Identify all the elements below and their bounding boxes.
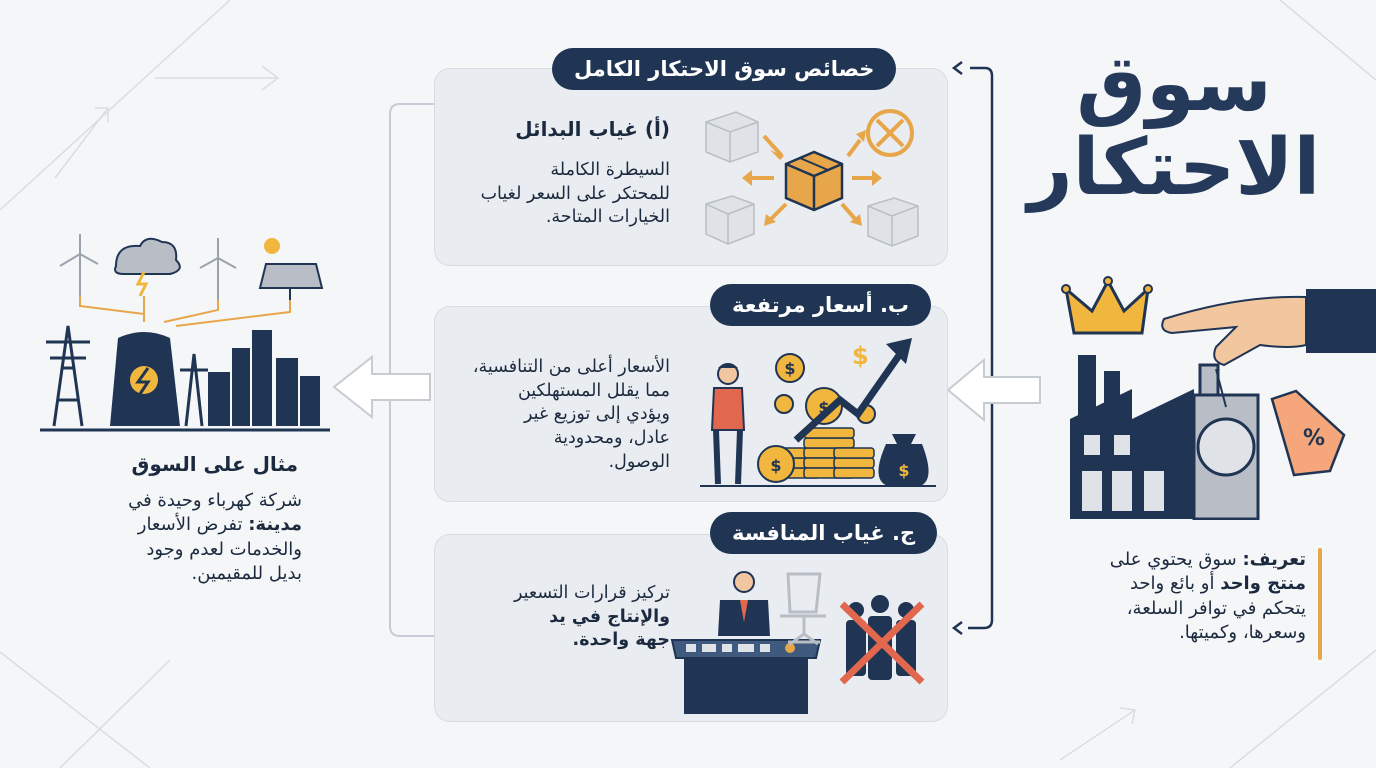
card3-text: تركيز قرارات التسعير والإنتاج في يد جهة … bbox=[440, 582, 670, 653]
coins-icon bbox=[757, 353, 876, 483]
city-skyline-icon bbox=[208, 330, 320, 426]
page-title: سوق الاحتكار bbox=[1027, 39, 1321, 214]
money-bag-icon: $ bbox=[878, 434, 929, 486]
solar-panel-icon bbox=[258, 238, 324, 300]
no-competition-illustration bbox=[670, 571, 925, 714]
connector-lines bbox=[389, 61, 994, 637]
example-line: بديل للمقيمين. bbox=[191, 563, 302, 585]
card3-line: جهة واحدة. bbox=[572, 630, 670, 651]
trend-up-arrow-icon bbox=[793, 338, 912, 443]
example-title: مثال على السوق bbox=[131, 452, 298, 476]
card2-line: مما يقلل المستهلكين bbox=[517, 380, 670, 401]
high-prices-header: ب. أسعار مرتفعة bbox=[710, 284, 932, 326]
no-competition-header: ج. غياب المنافسة bbox=[710, 512, 938, 554]
svg-text:$: $ bbox=[898, 461, 909, 480]
box-icon bbox=[867, 197, 919, 247]
svg-text:%: % bbox=[1303, 426, 1325, 451]
card1-heading: (أ) غياب البدائل bbox=[515, 117, 670, 141]
businessman-control-panel-icon bbox=[670, 571, 822, 714]
card2-line: الأسعار أعلى من التنافسية، bbox=[472, 357, 670, 377]
box-substitutes-illustration bbox=[705, 109, 919, 247]
high-prices-illustration: $ $ $ $ $ bbox=[700, 338, 936, 487]
box-icon bbox=[784, 150, 844, 212]
card1-text: (أ) غياب البدائل السيطرة الكاملة للمحتكر… bbox=[440, 116, 670, 230]
crossed-competitors-icon bbox=[839, 595, 925, 685]
card1-line: للمحتكر على السعر لغياب bbox=[480, 183, 670, 204]
example-text: شركة كهرباء وحيدة في مدينة: تفرض الأسعار… bbox=[70, 489, 302, 587]
power-plant-icon bbox=[110, 332, 180, 426]
card2-line: الوصول. bbox=[608, 451, 670, 472]
box-icon bbox=[705, 111, 759, 163]
card3-line: والإنتاج في يد bbox=[549, 606, 670, 627]
svg-text:$: $ bbox=[784, 359, 795, 378]
definition-label: تعريف: bbox=[1242, 549, 1306, 570]
card2-line: ويؤدي إلى توزيع غير bbox=[524, 404, 670, 425]
example-line: شركة كهرباء وحيدة في bbox=[128, 490, 302, 511]
box-icon bbox=[705, 195, 755, 245]
definition-line: يتحكم في توافر السلعة، bbox=[1126, 597, 1306, 619]
card2-line: عادل، ومحدودية bbox=[553, 427, 670, 448]
factory-icon bbox=[1070, 355, 1260, 520]
card1-line: الخيارات المتاحة. bbox=[545, 207, 670, 228]
feature-card-no-substitutes bbox=[434, 68, 948, 266]
chair-icon bbox=[780, 572, 826, 646]
crown-icon bbox=[1061, 276, 1153, 335]
x-circle-icon bbox=[866, 109, 914, 157]
card3-line: تركيز قرارات التسعير bbox=[513, 583, 670, 603]
definition-line: وسعرها، وكميتها. bbox=[1179, 621, 1306, 643]
definition-line: أو بائع واحد bbox=[1129, 573, 1215, 595]
person-thinking-icon bbox=[710, 363, 746, 485]
example-bold: مدينة: bbox=[248, 514, 302, 536]
definition-accent-bar bbox=[1318, 548, 1322, 660]
definition-text: تعريف: سوق يحتوي على منتج واحد أو بائع و… bbox=[1052, 548, 1306, 645]
features-header: خصائص سوق الاحتكار الكامل bbox=[552, 48, 897, 90]
storm-cloud-icon bbox=[114, 237, 181, 297]
svg-text:$: $ bbox=[852, 342, 869, 370]
example-line: والخدمات لعدم وجود bbox=[146, 538, 302, 560]
card1-line: السيطرة الكاملة bbox=[550, 160, 670, 180]
monopoly-illustration: % bbox=[1061, 276, 1376, 520]
wind-turbine-icon bbox=[59, 234, 237, 300]
svg-text:$: $ bbox=[770, 456, 781, 475]
arrow-left-icon bbox=[946, 357, 1041, 423]
svg-text:$: $ bbox=[818, 398, 829, 417]
card2-text: الأسعار أعلى من التنافسية، مما يقلل المس… bbox=[430, 356, 670, 474]
electric-pylon-icon bbox=[46, 325, 208, 427]
definition-line: سوق يحتوي على bbox=[1109, 549, 1237, 570]
example-line: تفرض الأسعار bbox=[137, 514, 243, 536]
arrow-left-icon bbox=[332, 354, 431, 420]
definition-bold: منتج واحد bbox=[1220, 573, 1306, 595]
hand-price-tag-icon: % bbox=[1161, 289, 1376, 477]
power-plant-illustration bbox=[40, 234, 330, 432]
